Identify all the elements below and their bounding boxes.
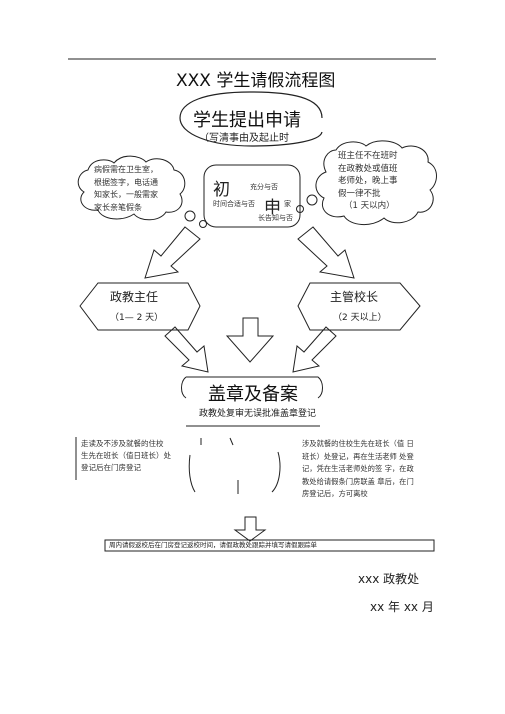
right-note-line: 教处给请假条门房联盖 章后，在门 (302, 476, 414, 486)
left-bubble-line: 知家长，一般需家 (94, 190, 158, 199)
seal-banner (181, 376, 323, 399)
right-box-title: 主管校长 (330, 290, 379, 304)
right-bubble-line: 在政教处或值班 (338, 163, 398, 174)
right-box-note: （2 天以上） (333, 313, 387, 323)
arrow-center-down (225, 317, 275, 363)
apply-ellipse (179, 91, 323, 147)
arrow-right-to-seal (292, 326, 337, 373)
bottom-bar-text: 周内请假返校后在门房登记返校时间，请假政教处跟踪并填写请假跟踪单 (109, 541, 317, 549)
first-review-side-b: 时间合适与否 (213, 200, 255, 208)
signature-date: xx 年 xx 月 (370, 600, 434, 614)
left-note-line: 登记后在门房登记 (81, 463, 141, 472)
right-bubble-line: （1 天以内） (344, 201, 395, 211)
left-bubble-line: 病假需在卫生室， (94, 165, 158, 174)
first-review-char-2: 申 (264, 198, 281, 218)
arrow-to-bottom-bar (233, 516, 267, 542)
right-cloud-dot (296, 205, 304, 213)
signature-org: xxx 政教处 (358, 572, 420, 586)
right-bubble-line: 假一律不批 (338, 188, 381, 199)
apply-heading: 学生提出申请 (193, 110, 301, 131)
left-cloud (77, 155, 186, 221)
right-note-line: 记，凭在生活老师处的签 字，在政 (302, 464, 414, 473)
first-review-side-c: 家 (284, 200, 291, 208)
bottom-bar-box (104, 539, 435, 552)
apply-note: （写清事由及起止时 (199, 133, 289, 144)
right-note-text: 涉及就餐的住校生先在班长（值 日 班长）处登记，再在生活老师 处登 记，凭在生活… (302, 438, 414, 501)
right-bubble-text: 班主任不在班时 在政教处或值班 老师处，晚上事 假一律不批 （1 天以内） (338, 150, 398, 213)
mid-box-frame (188, 451, 281, 493)
left-box-title: 政教主任 (110, 290, 159, 304)
left-box-note: （1— 2 天） (110, 313, 164, 323)
seal-note: 政教处复审无误批准盖章登记 (199, 409, 317, 419)
left-note-line: 生先在班长（值日班长）处 (81, 451, 171, 460)
first-review-side-a: 充分与否 (250, 183, 278, 191)
page-title: XXX 学生请假流程图 (176, 71, 336, 91)
right-cloud-dot (306, 194, 318, 206)
left-bubble-text: 病假需在卫生室， 根据签字，电话通 知家长，一般需家 家长亲笔假条 (94, 164, 158, 214)
arrow-left-to-seal (164, 326, 209, 373)
right-note-line: 房登记后，方可离校 (302, 489, 368, 498)
left-bubble-line: 家长亲笔假条 (94, 202, 142, 212)
right-cloud (315, 140, 437, 225)
left-note-text: 走读及不涉及就餐的住校 生先在班长（值日班长）处 登记后在门房登记 (81, 438, 171, 474)
first-review-box (203, 164, 301, 228)
left-hexagon (79, 282, 201, 331)
left-cloud-dot (184, 210, 196, 222)
right-bubble-line: 班主任不在班时 (338, 151, 398, 161)
arrow-to-right-box (297, 226, 355, 279)
right-note-line: 班长）处登记，再在生活老师 处登 (302, 451, 414, 461)
left-note-line: 走读及不涉及就餐的住校 (81, 439, 164, 448)
left-cloud-dot (199, 220, 207, 228)
first-review-char-1: 初 (213, 180, 230, 200)
first-review-side-d: 长告知与否 (258, 214, 293, 222)
right-bubble-line: 老师处，晚上事 (338, 176, 398, 186)
arrow-to-left-box (144, 226, 201, 279)
seal-heading: 盖章及备案 (208, 384, 298, 405)
right-hexagon (297, 282, 421, 331)
right-note-line: 涉及就餐的住校生先在班长（值 日 (302, 439, 414, 448)
mid-box-line (229, 437, 234, 446)
left-bubble-line: 根据签字，电话通 (94, 177, 158, 187)
